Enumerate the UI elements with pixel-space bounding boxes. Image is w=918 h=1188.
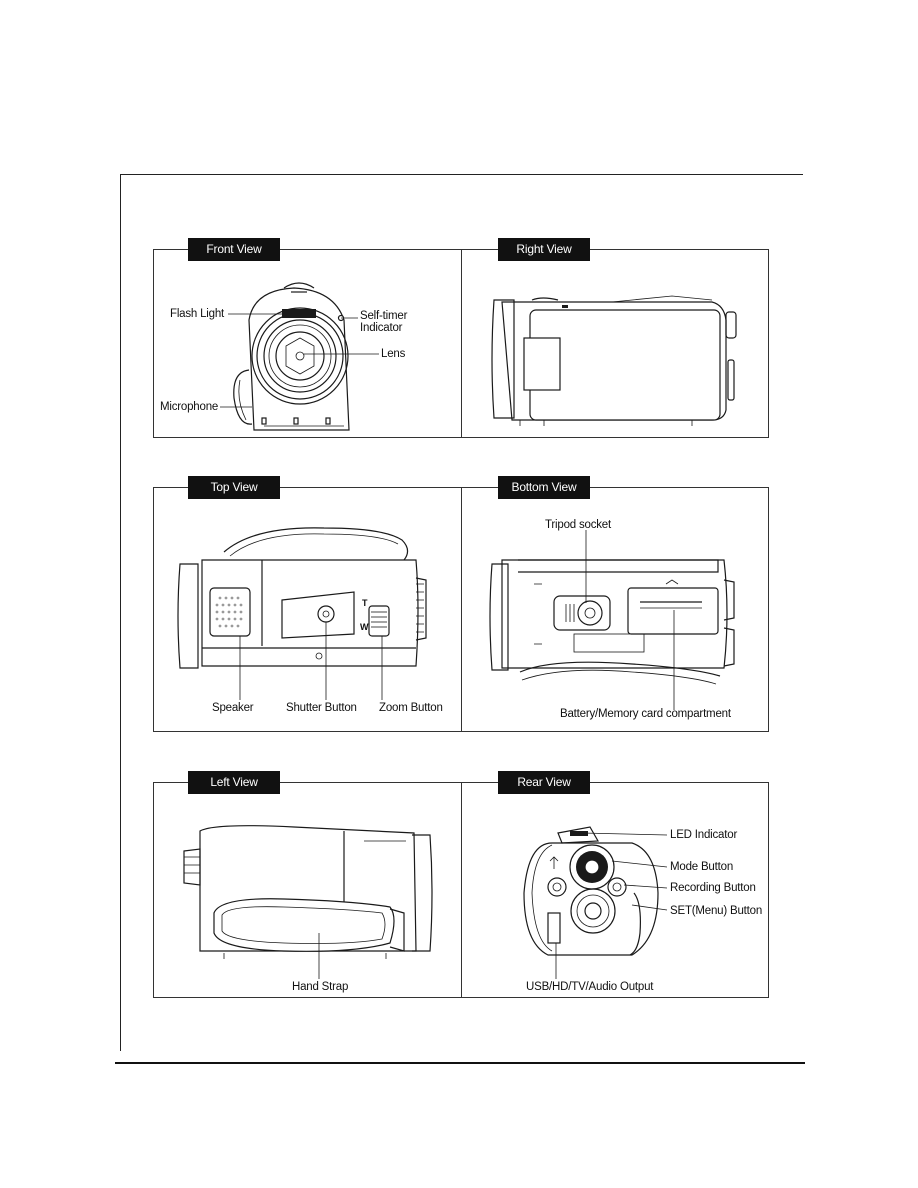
right-view-panel: Right View [462,238,768,437]
left-view-panel: Left View Hand Strap [154,771,461,997]
panel-divider [461,488,462,731]
views-row-1: Front View Flash Light Self- [153,238,769,438]
hand-strap-label: Hand Strap [292,981,349,993]
page-frame-top [120,174,803,175]
top-view-panel: Top View [154,476,461,731]
rear-view-illustration [523,826,668,979]
front-view-panel: Front View Flash Light Self- [154,238,461,437]
views-row-2: Top View [153,476,769,732]
self-timer-label: Self-timer [360,310,408,322]
flash-light-label: Flash Light [170,308,225,320]
bottom-view-panel: Bottom View Tripod socket Battery/Memory… [462,476,768,731]
right-view-title: Right View [498,238,590,261]
zoom-button-label: Zoom Button [379,702,443,714]
page-frame-left [120,174,121,1051]
self-timer-indicator-label: Indicator [360,322,403,334]
top-view-title: Top View [188,476,280,499]
battery-compartment-label: Battery/Memory card compartment [560,708,731,720]
microphone-label: Microphone [160,401,219,413]
panel-divider [461,250,462,437]
footer-rule [115,1062,805,1064]
front-view-title: Front View [188,238,280,261]
speaker-label: Speaker [212,702,254,714]
rear-view-panel: Rear View LED Indicator Mode [462,771,768,997]
usb-output-label: USB/HD/TV/Audio Output [526,981,654,993]
zoom-t-label: T [362,598,368,608]
right-view-illustration [491,295,737,426]
front-view-illustration [220,282,379,431]
left-view-illustration [183,825,433,979]
tripod-socket-label: Tripod socket [545,519,612,531]
bottom-view-title: Bottom View [498,476,590,499]
lens-label: Lens [381,348,406,360]
speaker-grille [215,596,243,628]
views-row-3: Left View Hand Strap Rear View [153,771,769,998]
panel-divider [461,783,462,997]
left-view-title: Left View [188,771,280,794]
zoom-w-label: W [360,622,369,632]
bottom-view-illustration [489,530,735,710]
recording-button-label: Recording Button [670,882,756,894]
mode-button-label: Mode Button [670,861,734,873]
rear-view-title: Rear View [498,771,590,794]
led-indicator-label: LED Indicator [670,829,738,841]
shutter-button-label: Shutter Button [286,702,357,714]
top-view-illustration [177,527,427,700]
set-menu-button-label: SET(Menu) Button [670,905,763,917]
